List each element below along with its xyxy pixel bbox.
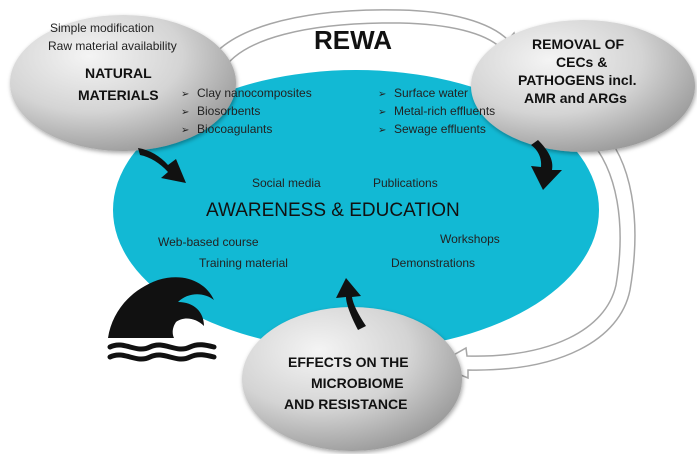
list-item: ➢Metal-rich effluents <box>378 103 495 121</box>
hub-item-social-media: Social media <box>252 176 321 190</box>
arrow-bullet-icon: ➢ <box>378 107 387 118</box>
removal-label-2: CECs & <box>556 54 608 70</box>
arrow-bullet-icon: ➢ <box>181 89 190 100</box>
natural-note-2: Raw material availability <box>48 39 177 53</box>
removal-label-4: AMR and ARGs <box>524 90 627 106</box>
awareness-hub-ellipse <box>113 70 599 350</box>
flow-arrow-effects-into-hub <box>336 278 366 330</box>
hub-item-web-course: Web-based course <box>158 235 259 249</box>
natural-materials-bullets: ➢Clay nanocomposites ➢Biosorbents ➢Bioco… <box>181 85 312 139</box>
list-item: ➢Biosorbents <box>181 103 312 121</box>
natural-materials-label-2: MATERIALS <box>78 87 159 103</box>
hub-item-training: Training material <box>199 256 288 270</box>
arrow-bullet-icon: ➢ <box>181 125 190 136</box>
list-item: ➢Clay nanocomposites <box>181 85 312 103</box>
hub-item-demonstrations: Demonstrations <box>391 256 476 270</box>
hub-item-workshops: Workshops <box>440 232 500 246</box>
list-item: ➢Biocoagulants <box>181 121 312 139</box>
removal-label-3: PATHOGENS incl. <box>518 72 637 88</box>
flow-arrow-removal-into-hub <box>531 140 562 190</box>
effects-label-1: EFFECTS ON THE <box>288 354 409 370</box>
wave-icon <box>107 277 217 362</box>
hub-item-publications: Publications <box>373 176 438 190</box>
list-item: ➢Surface water <box>378 85 495 103</box>
natural-materials-node <box>10 15 236 151</box>
natural-note-1: Simple modification <box>50 21 155 35</box>
effects-label-3: AND RESISTANCE <box>284 396 408 412</box>
flow-arrow-natural-into-hub <box>138 148 186 183</box>
hub-heading: AWARENESS & EDUCATION <box>206 200 460 221</box>
effects-node <box>242 307 462 451</box>
diagram-title: REWA <box>314 25 392 55</box>
list-item: ➢Sewage effluents <box>378 121 495 139</box>
removal-label-1: REMOVAL OF <box>532 36 625 52</box>
natural-materials-label-1: NATURAL <box>85 65 152 81</box>
arrow-bullet-icon: ➢ <box>378 125 387 136</box>
effects-label-2: MICROBIOME <box>311 375 404 391</box>
removal-node <box>471 20 695 152</box>
removal-bullets: ➢Surface water ➢Metal-rich effluents ➢Se… <box>378 85 495 139</box>
arrow-bullet-icon: ➢ <box>181 107 190 118</box>
arrow-bullet-icon: ➢ <box>378 89 387 100</box>
